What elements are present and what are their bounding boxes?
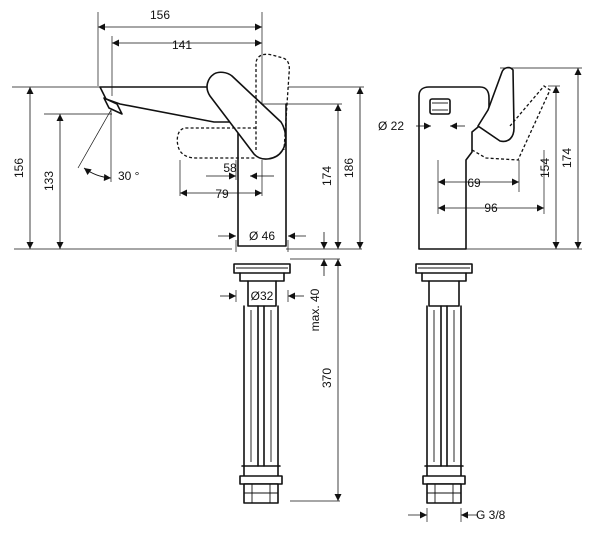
dim-133: 133 [42, 171, 56, 191]
dim-shank-diameter: Ø32 [251, 289, 274, 303]
faucet-body [237, 103, 287, 247]
lever-alt-position-up [255, 53, 290, 151]
dim-body-diameter: Ø 46 [249, 229, 275, 243]
dim-156-left: 156 [12, 158, 26, 178]
lever-alt-position-down [176, 127, 256, 159]
dim-154: 154 [538, 158, 552, 178]
dim-370: 370 [320, 368, 334, 388]
dim-141: 141 [172, 38, 192, 52]
side-lever-alt-position [471, 85, 551, 161]
hose-left [243, 305, 259, 467]
dim-aerator-diameter: Ø 22 [378, 119, 404, 133]
dim-58: 58 [223, 161, 237, 175]
dim-max-40: max. 40 [308, 288, 322, 331]
hose-fitting [239, 475, 283, 485]
dim-174-front: 174 [320, 166, 334, 186]
dim-69: 69 [467, 176, 481, 190]
dim-96: 96 [484, 201, 498, 215]
dim-156-top: 156 [150, 8, 170, 22]
lever-handle [206, 71, 287, 160]
dim-186: 186 [342, 158, 356, 178]
mounting-washer [239, 272, 285, 282]
angle-arc [83, 167, 112, 182]
side-lever [477, 66, 515, 143]
dim-174-side: 174 [560, 148, 574, 168]
side-aerator [429, 98, 451, 115]
front-view: 156 141 156 133 30 ° 58 79 Ø 46 Ø32 174 [12, 8, 364, 504]
side-hose [426, 305, 462, 467]
dim-thread: G 3/8 [476, 508, 506, 522]
hose-right [263, 305, 279, 467]
side-fitting [426, 483, 462, 504]
dim-angle: 30 ° [118, 169, 140, 183]
shank [247, 280, 277, 307]
mounting-nut [233, 263, 291, 274]
aerator [103, 97, 123, 115]
dim-79: 79 [215, 187, 229, 201]
side-view: Ø 22 69 96 154 174 G 3/8 [378, 66, 582, 522]
